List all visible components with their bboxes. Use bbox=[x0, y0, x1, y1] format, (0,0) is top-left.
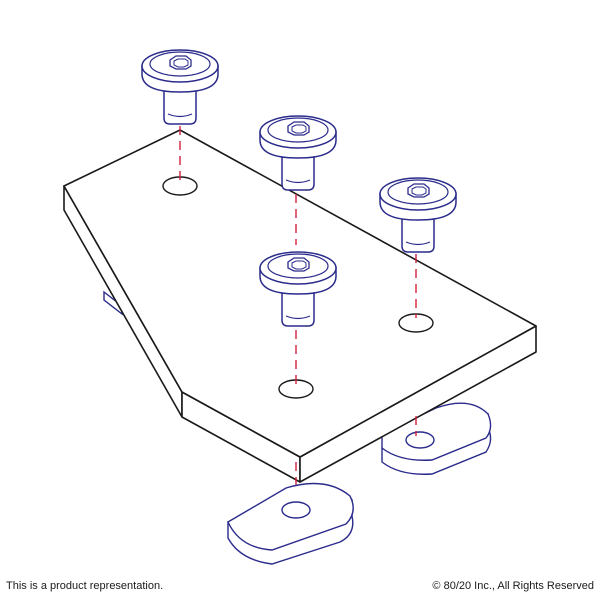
footer-copyright: © 80/20 Inc., All Rights Reserved bbox=[432, 580, 594, 592]
screw-3 bbox=[379, 177, 457, 253]
screw-1 bbox=[141, 49, 219, 125]
t-nut-bottom bbox=[227, 482, 354, 565]
screw-2 bbox=[259, 115, 337, 191]
footer-disclaimer: This is a product representation. bbox=[6, 580, 164, 592]
t-nut-right bbox=[381, 402, 492, 475]
